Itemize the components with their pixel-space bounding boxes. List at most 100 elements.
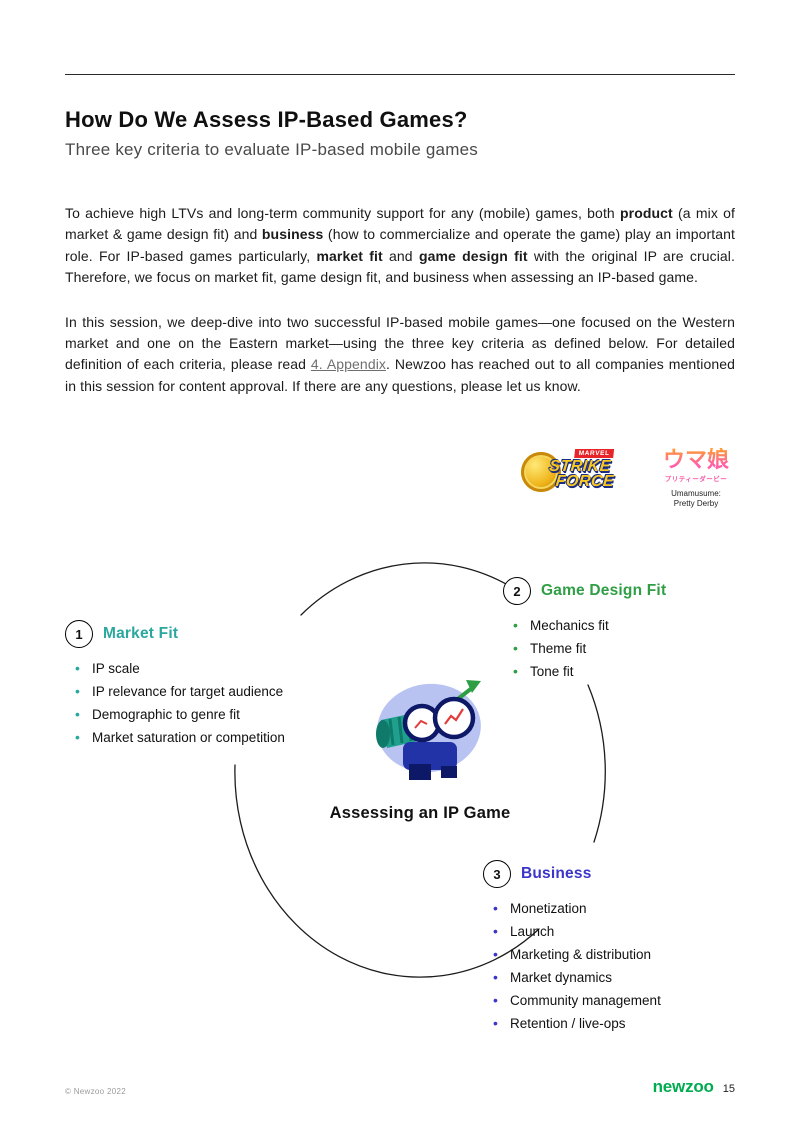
- list-item-label: Marketing & distribution: [510, 947, 652, 962]
- list-item: Retention / live-ops: [483, 1012, 718, 1035]
- list-item: IP scale: [65, 657, 335, 680]
- bullet-icon: [75, 726, 80, 749]
- bullet-icon: [493, 897, 498, 920]
- list-item-label: IP scale: [92, 661, 140, 676]
- scope-cap: [376, 720, 390, 748]
- list-item-label: Launch: [510, 924, 555, 939]
- appendix-link[interactable]: 4. Appendix: [310, 356, 387, 373]
- criterion-header: 2 Game Design Fit: [503, 577, 718, 605]
- list-item-label: Community management: [510, 993, 661, 1008]
- page-title: How Do We Assess IP-Based Games?: [65, 106, 468, 132]
- body-block: [403, 742, 457, 770]
- bullet-icon: [75, 680, 80, 703]
- criterion-list: Monetization Launch Marketing & distribu…: [483, 897, 718, 1035]
- text-run: . Newzoo has reached out to all companie…: [65, 356, 736, 394]
- bullet-icon: [493, 943, 498, 966]
- page-number: 15: [722, 1083, 735, 1095]
- game-logos-row: MARVEL STRIKE FORCE ウマ娘 プリティーダービー Umamus…: [0, 448, 735, 509]
- number-badge: 1: [65, 620, 93, 648]
- criterion-header: 1 Market Fit: [65, 620, 335, 648]
- number-badge: 2: [503, 577, 531, 605]
- bullet-icon: [75, 657, 80, 680]
- paragraph-1: To achieve high LTVs and long-term commu…: [65, 203, 735, 289]
- list-item: Market saturation or competition: [65, 726, 335, 749]
- criterion-list: IP scale IP relevance for target audienc…: [65, 657, 335, 749]
- criterion-header: 3 Business: [483, 860, 718, 888]
- text-run-bold: market fit: [316, 247, 383, 264]
- number-badge: 3: [483, 860, 511, 888]
- text-run: (how to commercialize and operate the ga…: [65, 226, 735, 264]
- top-divider: [65, 74, 735, 75]
- marvel-strike-force-logo: MARVEL STRIKE FORCE: [521, 448, 629, 496]
- criterion-title: Business: [521, 865, 592, 882]
- circle-arc-right: [587, 684, 606, 843]
- list-item: Mechanics fit: [503, 614, 718, 637]
- page-subtitle: Three key criteria to evaluate IP-based …: [65, 140, 478, 160]
- marvel-badge: MARVEL: [574, 449, 615, 458]
- chart-line: [414, 719, 428, 729]
- umamusume-jp-subtitle: プリティーダービー: [664, 476, 728, 483]
- strike-force-emblem-icon: [521, 452, 561, 492]
- diagram-center-label: Assessing an IP Game: [329, 804, 511, 822]
- text-run: To achieve high LTVs and long-term commu…: [65, 205, 621, 221]
- list-item-label: Mechanics fit: [530, 618, 609, 633]
- circle-arc-top: [300, 562, 514, 616]
- text-run: (a mix of market & game design fit) and: [65, 205, 735, 243]
- list-item: Community management: [483, 989, 718, 1012]
- bullet-icon: [493, 1012, 498, 1035]
- criterion-market-fit: 1 Market Fit IP scale IP relevance for t…: [65, 620, 335, 749]
- strike-force-wordmark: MARVEL STRIKE FORCE: [547, 449, 618, 490]
- leg-block: [409, 764, 431, 780]
- copyright-notice: © Newzoo 2022: [65, 1087, 126, 1096]
- leg-block: [441, 766, 457, 778]
- chart-line: [444, 708, 464, 725]
- binoculars-clipart: [376, 680, 481, 780]
- list-item: Demographic to genre fit: [65, 703, 335, 726]
- criterion-business: 3 Business Monetization Launch Marketing…: [483, 860, 718, 1035]
- list-item: Theme fit: [503, 637, 718, 660]
- list-item-label: Tone fit: [530, 664, 574, 679]
- list-item-label: Theme fit: [530, 641, 587, 656]
- bullet-icon: [493, 920, 498, 943]
- bullet-icon: [493, 966, 498, 989]
- list-item-label: Market dynamics: [510, 970, 613, 985]
- list-item-label: Monetization: [510, 901, 587, 916]
- footer-right: newzoo 15: [653, 1077, 735, 1097]
- body-copy: To achieve high LTVs and long-term commu…: [65, 203, 735, 397]
- list-item: Launch: [483, 920, 718, 943]
- list-item: Monetization: [483, 897, 718, 920]
- caption-line: Pretty Derby: [673, 499, 719, 508]
- arrow-head: [466, 680, 481, 693]
- text-run: and: [382, 247, 419, 264]
- strike-wordmark: STRIKE: [548, 458, 612, 475]
- list-item: IP relevance for target audience: [65, 680, 335, 703]
- bullet-icon: [513, 660, 518, 683]
- umamusume-caption: Umamusume: Pretty Derby: [671, 489, 721, 509]
- text-run-bold: business: [261, 226, 324, 243]
- umamusume-pretty-derby-logo: ウマ娘 プリティーダービー Umamusume: Pretty Derby: [657, 448, 735, 509]
- criterion-title: Market Fit: [103, 625, 179, 642]
- list-item: Marketing & distribution: [483, 943, 718, 966]
- bullet-icon: [513, 637, 518, 660]
- list-item: Tone fit: [503, 660, 718, 683]
- caption-line: Umamusume:: [671, 489, 721, 498]
- text-run: In this session, we deep-dive into two s…: [65, 313, 735, 373]
- criterion-title: Game Design Fit: [541, 582, 667, 599]
- text-run-bold: game design fit: [418, 247, 528, 264]
- text-run-bold: product: [620, 205, 673, 221]
- criterion-game-design-fit: 2 Game Design Fit Mechanics fit Theme fi…: [503, 577, 718, 683]
- umamusume-jp-wordmark: ウマ娘: [662, 447, 729, 472]
- newzoo-logo: newzoo: [652, 1077, 714, 1096]
- bullet-icon: [75, 703, 80, 726]
- list-item-label: Demographic to genre fit: [92, 707, 240, 722]
- criterion-list: Mechanics fit Theme fit Tone fit: [503, 614, 718, 683]
- list-item-label: Market saturation or competition: [92, 730, 285, 745]
- bullet-icon: [513, 614, 518, 637]
- list-item: Market dynamics: [483, 966, 718, 989]
- list-item-label: IP relevance for target audience: [92, 684, 284, 699]
- bullet-icon: [493, 989, 498, 1012]
- text-run: with the original IP are crucial. Theref…: [65, 247, 735, 286]
- paragraph-2: In this session, we deep-dive into two s…: [65, 312, 735, 398]
- list-item-label: Retention / live-ops: [510, 1016, 626, 1031]
